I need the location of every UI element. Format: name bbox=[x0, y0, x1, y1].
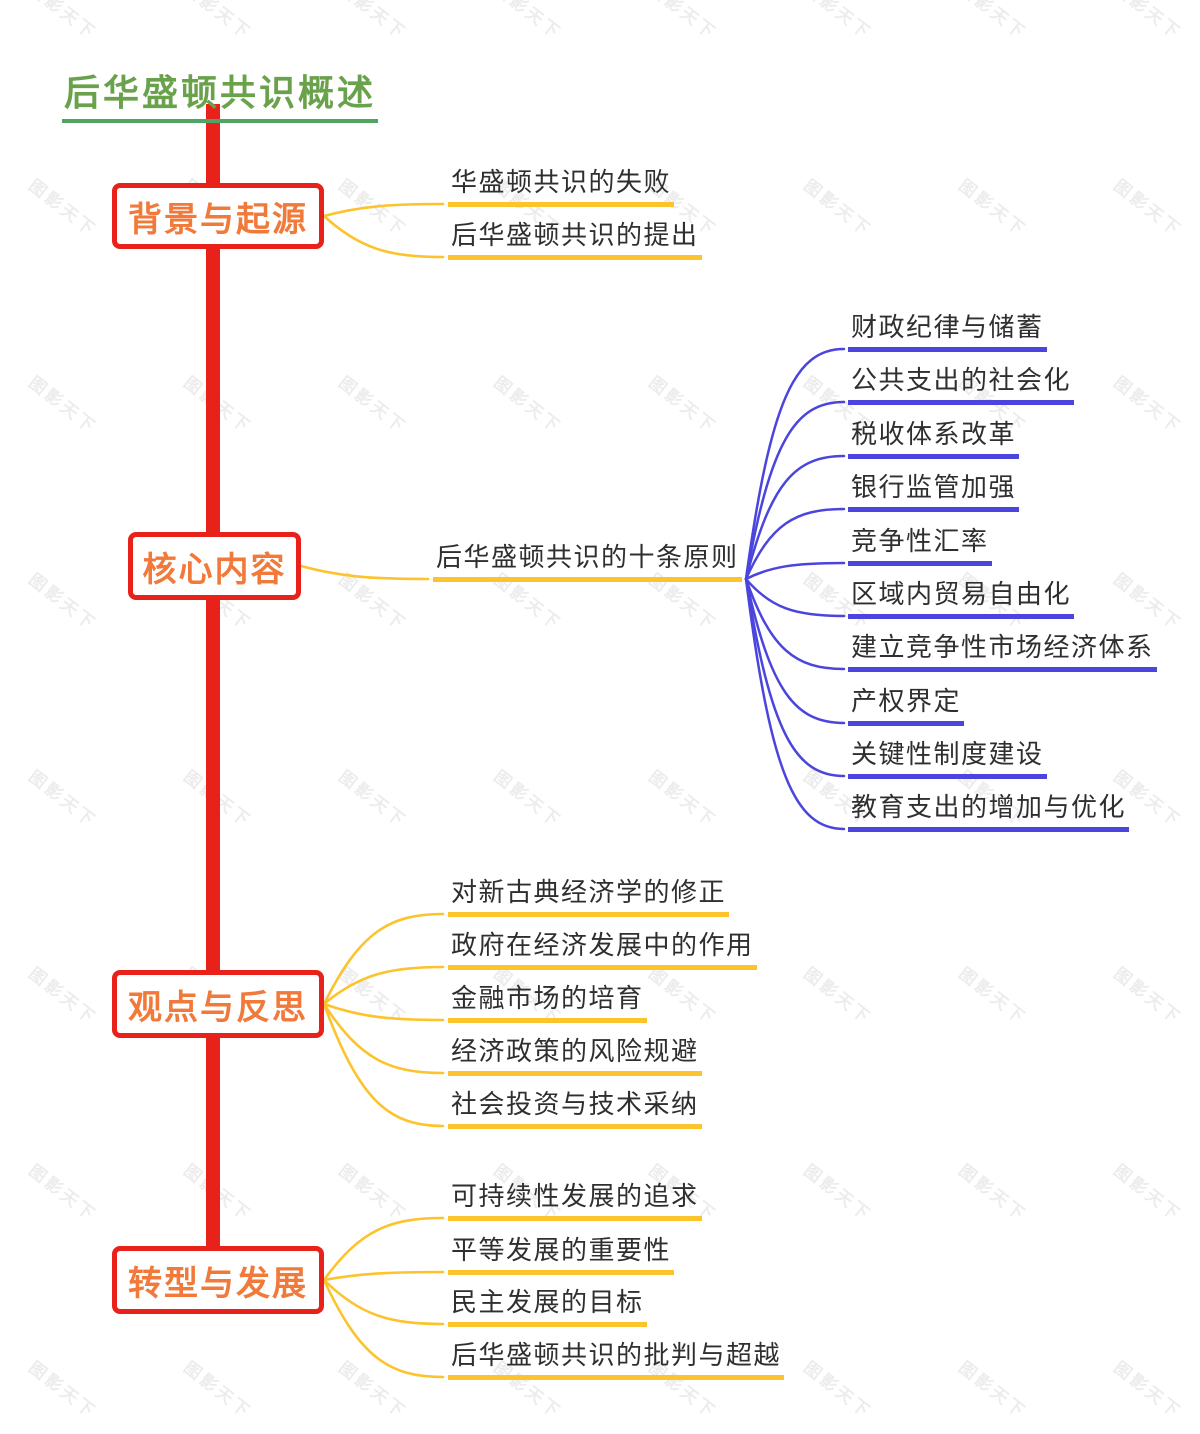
child-topic[interactable]: 华盛顿共识的失败 bbox=[448, 167, 675, 207]
watermark-text: 图影天下 bbox=[955, 1357, 1030, 1423]
sub-topic[interactable]: 税收体系改革 bbox=[848, 419, 1020, 459]
watermark-text: 图影天下 bbox=[180, 1357, 255, 1423]
watermark-text: 图影天下 bbox=[1110, 372, 1185, 438]
watermark-text: 图影天下 bbox=[645, 963, 720, 1029]
watermark-text: 图影天下 bbox=[1110, 569, 1185, 635]
child-topic[interactable]: 后华盛顿共识的批判与超越 bbox=[448, 1340, 785, 1380]
watermark-text: 图影天下 bbox=[335, 569, 410, 635]
root-topic[interactable]: 后华盛顿共识概述 bbox=[62, 64, 379, 123]
watermark-text: 图影天下 bbox=[180, 0, 255, 44]
watermark-text: 图影天下 bbox=[955, 1160, 1030, 1226]
branch-node[interactable]: 观点与反思 bbox=[112, 970, 324, 1038]
sub-topic[interactable]: 公共支出的社会化 bbox=[848, 365, 1075, 405]
watermark-text: 图影天下 bbox=[490, 372, 565, 438]
child-topic[interactable]: 社会投资与技术采纳 bbox=[448, 1089, 702, 1129]
watermark-text: 图影天下 bbox=[335, 766, 410, 832]
watermark-text: 图影天下 bbox=[1110, 1160, 1185, 1226]
watermark-text: 图影天下 bbox=[335, 175, 410, 241]
watermark-text: 图影天下 bbox=[800, 0, 875, 44]
watermark-text: 图影天下 bbox=[800, 963, 875, 1029]
child-topic[interactable]: 后华盛顿共识的提出 bbox=[448, 220, 702, 260]
watermark-text: 图影天下 bbox=[25, 0, 100, 44]
watermark-text: 图影天下 bbox=[490, 766, 565, 832]
watermark-text: 图影天下 bbox=[800, 1357, 875, 1423]
sub-topic[interactable]: 教育支出的增加与优化 bbox=[848, 792, 1130, 832]
watermark-text: 图影天下 bbox=[955, 175, 1030, 241]
watermark-text: 图影天下 bbox=[1110, 175, 1185, 241]
watermark-text: 图影天下 bbox=[1110, 0, 1185, 44]
watermark-text: 图影天下 bbox=[335, 372, 410, 438]
child-topic[interactable]: 对新古典经济学的修正 bbox=[448, 877, 730, 917]
watermark-text: 图影天下 bbox=[25, 1357, 100, 1423]
watermark-text: 图影天下 bbox=[955, 963, 1030, 1029]
watermark-text: 图影天下 bbox=[800, 175, 875, 241]
watermark-text: 图影天下 bbox=[490, 0, 565, 44]
child-topic[interactable]: 可持续性发展的追求 bbox=[448, 1181, 702, 1221]
sub-topic[interactable]: 区域内贸易自由化 bbox=[848, 579, 1075, 619]
sub-topic[interactable]: 银行监管加强 bbox=[848, 472, 1020, 512]
watermark-text: 图影天下 bbox=[335, 0, 410, 44]
sub-topic[interactable]: 财政纪律与储蓄 bbox=[848, 312, 1047, 352]
sub-topic[interactable]: 建立竞争性市场经济体系 bbox=[848, 632, 1157, 672]
watermark-text: 图影天下 bbox=[645, 0, 720, 44]
watermark-text: 图影天下 bbox=[1110, 1357, 1185, 1423]
watermark-text: 图影天下 bbox=[25, 569, 100, 635]
child-topic[interactable]: 后华盛顿共识的十条原则 bbox=[433, 542, 742, 582]
watermark-text: 图影天下 bbox=[25, 1160, 100, 1226]
sub-topic[interactable]: 竞争性汇率 bbox=[848, 526, 992, 566]
sub-topic[interactable]: 关键性制度建设 bbox=[848, 739, 1047, 779]
watermark-text: 图影天下 bbox=[25, 175, 100, 241]
watermark-text: 图影天下 bbox=[335, 1357, 410, 1423]
watermark-text: 图影天下 bbox=[25, 766, 100, 832]
watermark-text: 图影天下 bbox=[335, 963, 410, 1029]
watermark-text: 图影天下 bbox=[955, 0, 1030, 44]
watermark-text: 图影天下 bbox=[25, 963, 100, 1029]
child-topic[interactable]: 民主发展的目标 bbox=[448, 1287, 647, 1327]
watermark-text: 图影天下 bbox=[1110, 963, 1185, 1029]
child-topic[interactable]: 政府在经济发展中的作用 bbox=[448, 930, 757, 970]
watermark-text: 图影天下 bbox=[25, 372, 100, 438]
branch-node[interactable]: 转型与发展 bbox=[112, 1246, 324, 1314]
sub-topic[interactable]: 产权界定 bbox=[848, 686, 965, 726]
trunk-line bbox=[206, 104, 220, 1250]
branch-node[interactable]: 核心内容 bbox=[128, 532, 301, 600]
watermark-text: 图影天下 bbox=[335, 1160, 410, 1226]
child-topic[interactable]: 经济政策的风险规避 bbox=[448, 1036, 702, 1076]
child-topic[interactable]: 金融市场的培育 bbox=[448, 983, 647, 1023]
child-topic[interactable]: 平等发展的重要性 bbox=[448, 1235, 675, 1275]
watermark-text: 图影天下 bbox=[645, 766, 720, 832]
watermark-text: 图影天下 bbox=[800, 1160, 875, 1226]
branch-node[interactable]: 背景与起源 bbox=[112, 183, 324, 249]
watermark-text: 图影天下 bbox=[645, 372, 720, 438]
